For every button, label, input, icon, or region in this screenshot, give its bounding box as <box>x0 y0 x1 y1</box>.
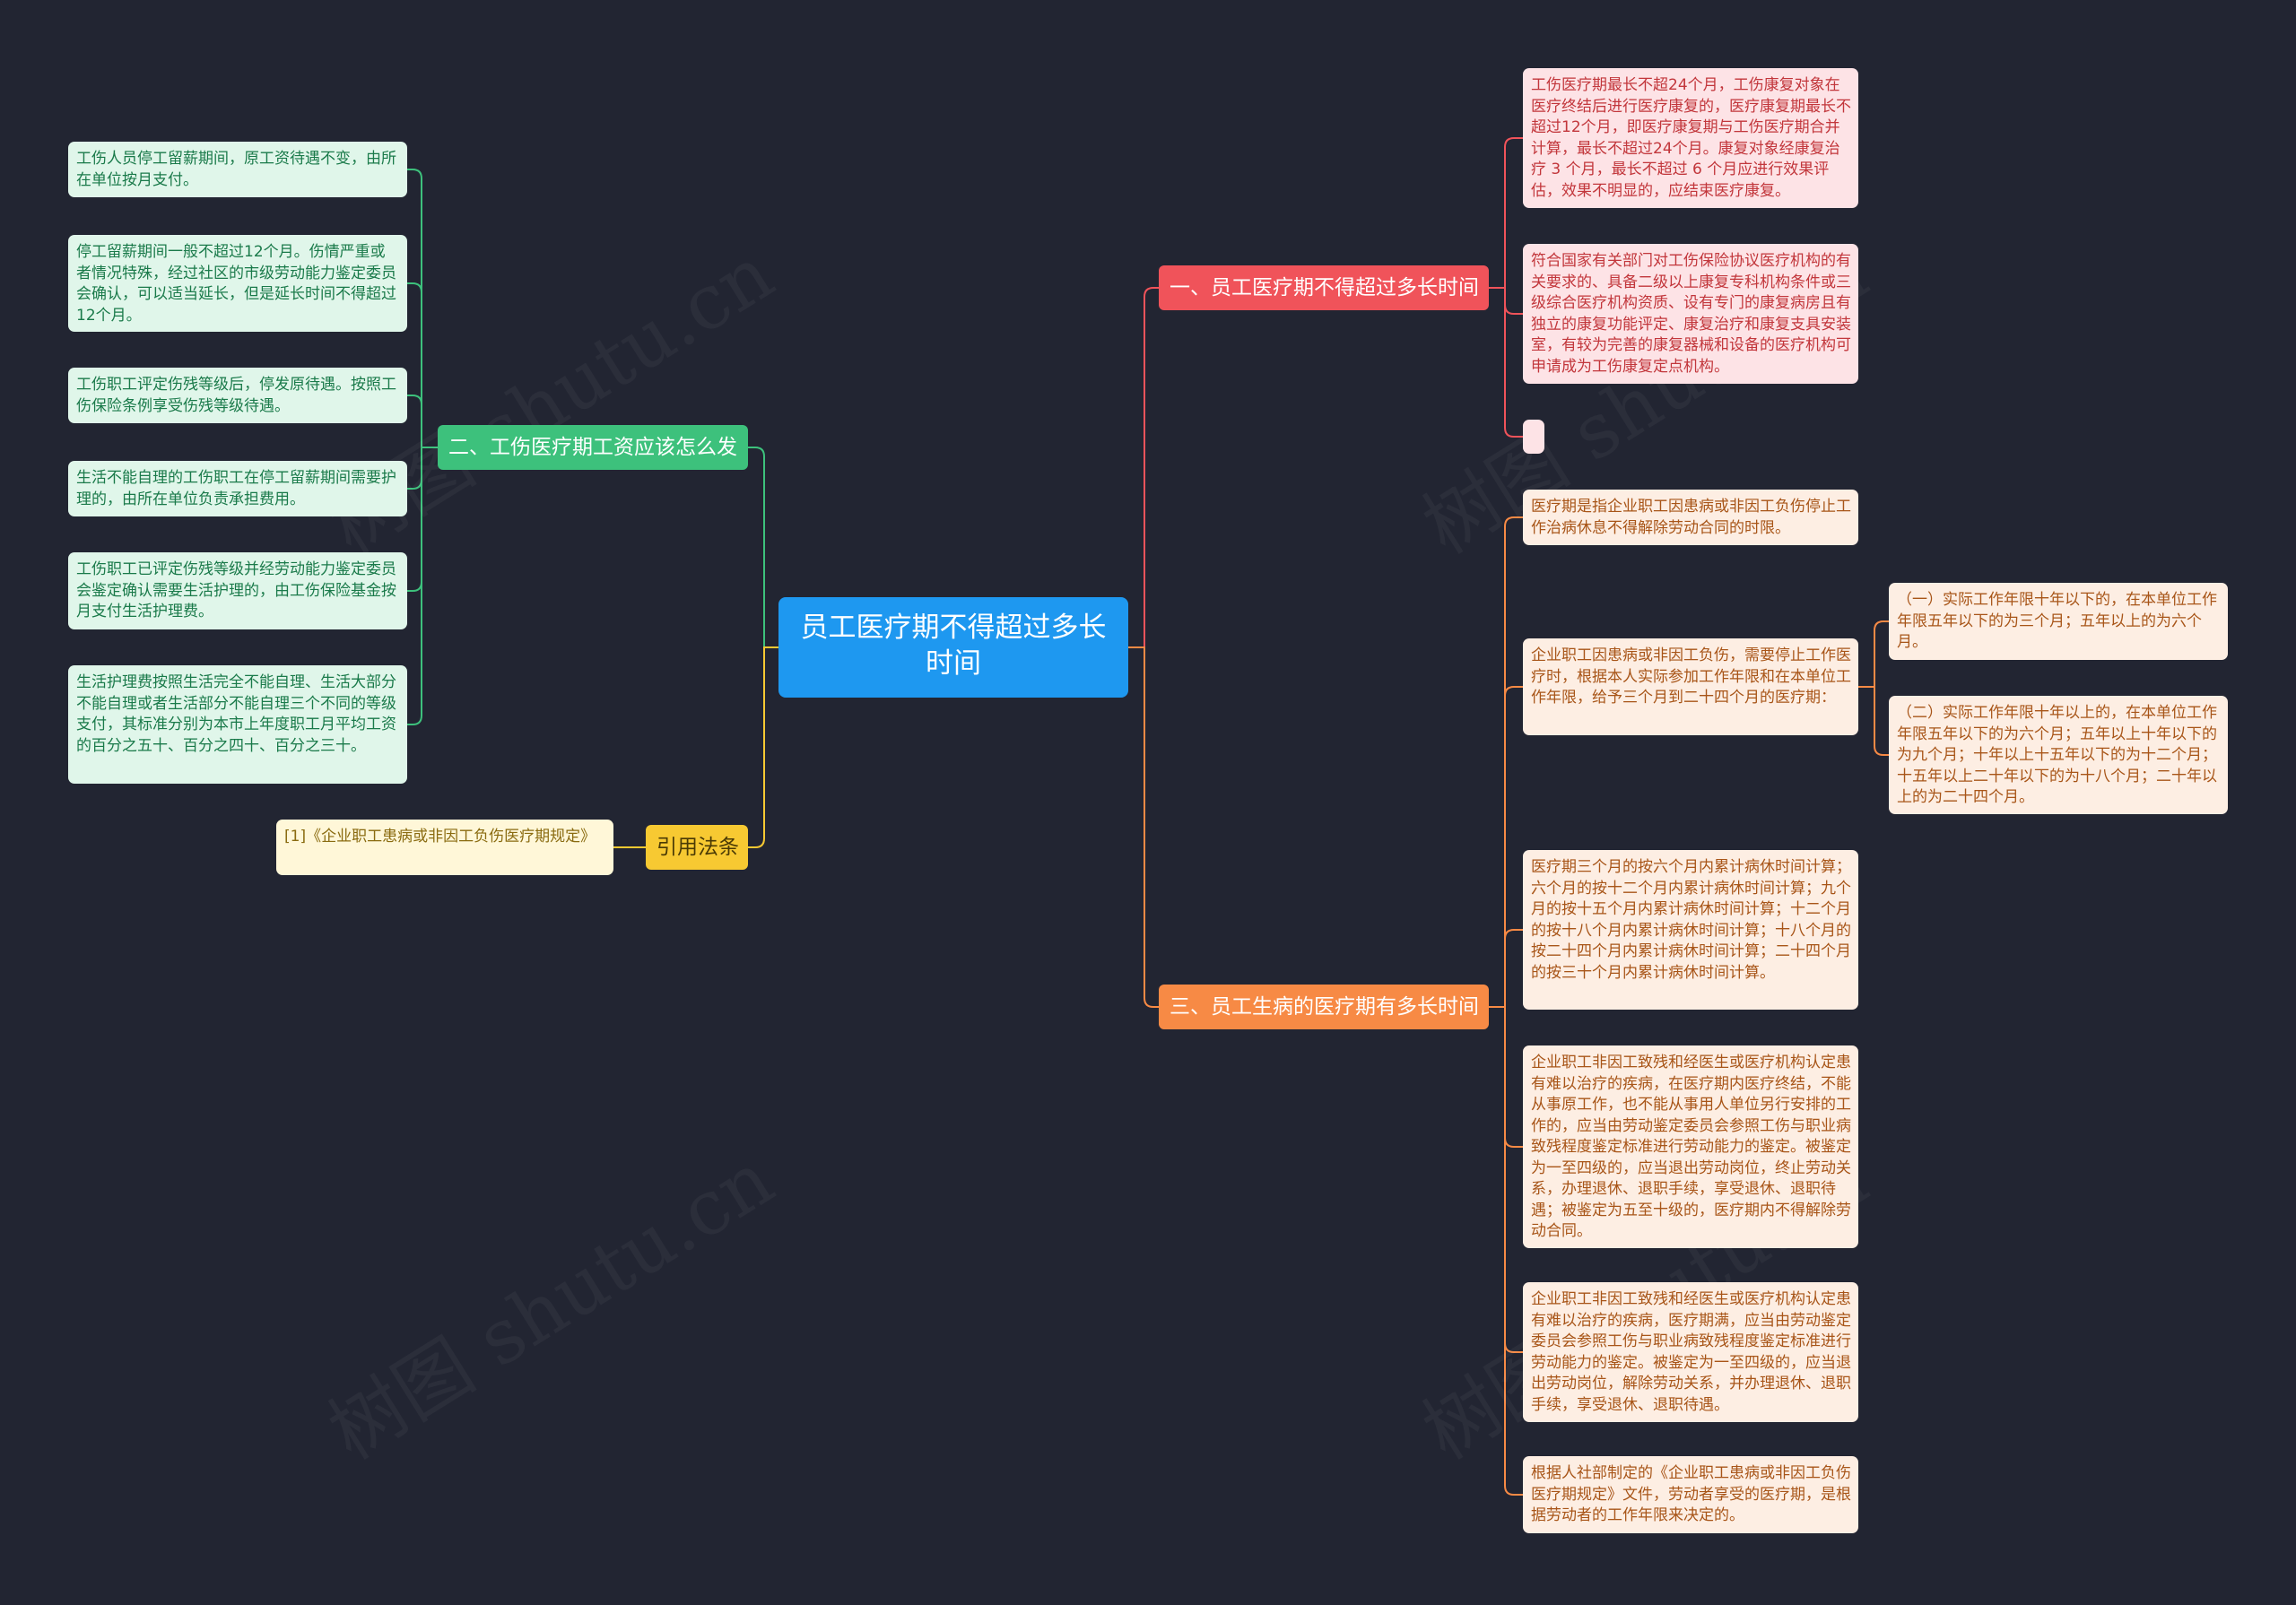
link-o2-a <box>1858 620 1889 688</box>
link-b2-g6 <box>407 447 438 725</box>
link-root-b3 <box>1128 646 1159 1008</box>
branch-medical-period-limit[interactable]: 一、员工医疗期不得超过多长时间 <box>1159 265 1489 310</box>
leaf-cumulative-calculation[interactable]: 医疗期三个月的按六个月内累计病休时间计算；六个月的按十二个月内累计病休时间计算；… <box>1523 850 1858 1010</box>
leaf-injury-rehab-period[interactable]: 工伤医疗期最长不超24个月，工伤康复对象在医疗终结后进行医疗康复的，医疗康复期最… <box>1523 68 1858 208</box>
link-root-b1 <box>1128 287 1159 648</box>
leaf-disability-benefit[interactable]: 工伤职工评定伤残等级后，停发原待遇。按照工伤保险条例享受伤残等级待遇。 <box>68 368 407 423</box>
link-b1-r1 <box>1489 137 1523 289</box>
link-b2-g3 <box>407 395 438 448</box>
leaf-empty[interactable] <box>1523 420 1544 454</box>
leaf-period-by-work-years[interactable]: 根据人社部制定的《企业职工患病或非因工负伤医疗期规定》文件，劳动者享受的医疗期，… <box>1523 1456 1858 1533</box>
link-b3-o2 <box>1489 686 1523 1008</box>
root-topic[interactable]: 员工医疗期不得超过多长时间 <box>778 597 1128 698</box>
leaf-under-ten-years[interactable]: （一）实际工作年限十年以下的，在本单位工作年限五年以下的为三个月；五年以上的为六… <box>1889 583 2228 660</box>
branch-injury-wage[interactable]: 二、工伤医疗期工资应该怎么发 <box>438 425 748 470</box>
leaf-medical-period-definition[interactable]: 医疗期是指企业职工因患病或非因工负伤停止工作治病休息不得解除劳动合同的时限。 <box>1523 490 1858 545</box>
leaf-wage-unchanged[interactable]: 工伤人员停工留薪期间，原工资待遇不变，由所在单位按月支付。 <box>68 142 407 197</box>
leaf-nursing-fee-standard[interactable]: 生活护理费按照生活完全不能自理、生活大部分不能自理或者生活部分不能自理三个不同的… <box>68 665 407 784</box>
link-root-b2 <box>748 447 778 648</box>
leaf-nursing-cost[interactable]: 生活不能自理的工伤职工在停工留薪期间需要护理的，由所在单位负责承担费用。 <box>68 461 407 516</box>
leaf-paid-leave-duration[interactable]: 停工留薪期间一般不超过12个月。伤情严重或者情况特殊，经过社区的市级劳动能力鉴定… <box>68 235 407 332</box>
leaf-medical-period-range[interactable]: 企业职工因患病或非因工负伤，需要停止工作医疗时，根据本人实际参加工作年限和在本单… <box>1523 638 1858 735</box>
link-o2-b <box>1858 686 1889 756</box>
leaf-rehab-institution[interactable]: 符合国家有关部门对工伤保险协议医疗机构的有关要求的、具备二级以上康复专科机构条件… <box>1523 244 1858 384</box>
link-b1-r3 <box>1489 287 1523 438</box>
link-b2-g1 <box>407 169 438 448</box>
link-b3-o1 <box>1489 516 1523 1008</box>
leaf-ability-appraisal-expired[interactable]: 企业职工非因工致残和经医生或医疗机构认定患有难以治疗的疾病，医疗期满，应当由劳动… <box>1523 1282 1858 1422</box>
leaf-over-ten-years[interactable]: （二）实际工作年限十年以上的，在本单位工作年限五年以下的为六个月；五年以上十年以… <box>1889 696 2228 814</box>
link-root-b4 <box>748 646 778 848</box>
leaf-ability-appraisal-during[interactable]: 企业职工非因工致残和经医生或医疗机构认定患有难以治疗的疾病，在医疗期内医疗终结，… <box>1523 1045 1858 1248</box>
leaf-law-reference[interactable]: [1]《企业职工患病或非因工负伤医疗期规定》 <box>276 820 613 875</box>
branch-cited-law[interactable]: 引用法条 <box>646 825 748 870</box>
leaf-nursing-fee[interactable]: 工伤职工已评定伤残等级并经劳动能力鉴定委员会鉴定确认需要生活护理的，由工伤保险基… <box>68 552 407 629</box>
link-b3-o3 <box>1489 929 1523 1008</box>
branch-sick-medical-period[interactable]: 三、员工生病的医疗期有多长时间 <box>1159 985 1489 1029</box>
link-b2-g2 <box>407 282 438 448</box>
link-b3-o6 <box>1489 1006 1523 1496</box>
